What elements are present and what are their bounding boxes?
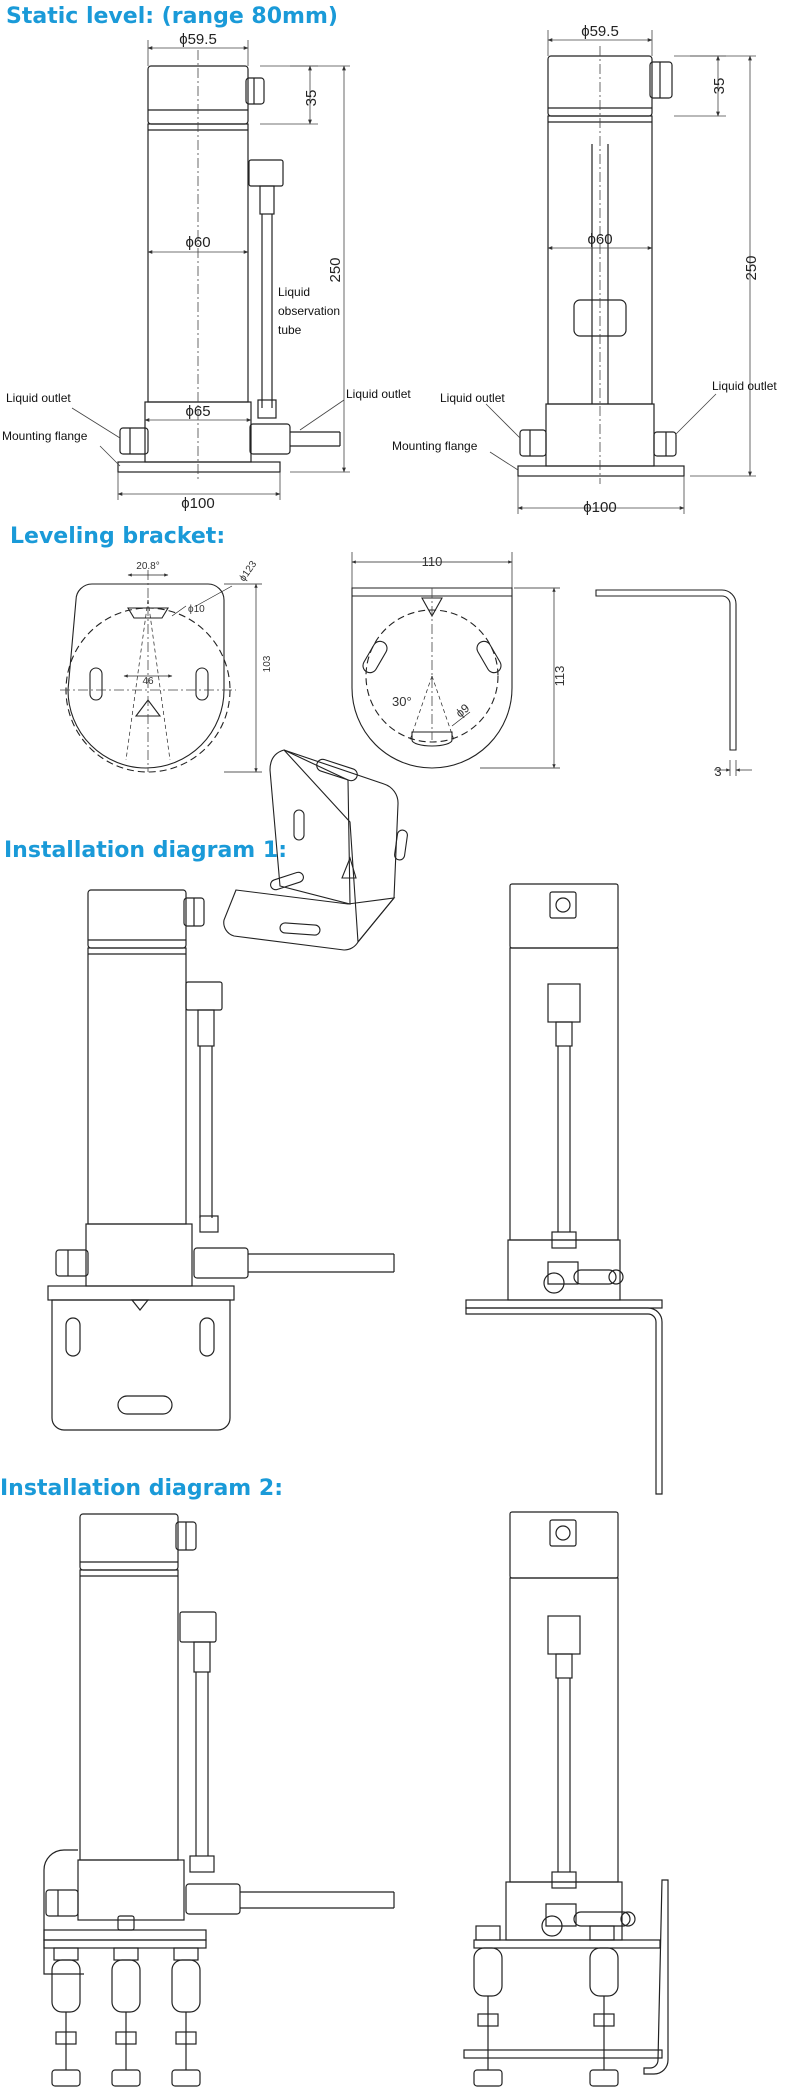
- dim-base-dia-left: ϕ65: [185, 403, 210, 420]
- dim-bracket-width: 110: [422, 554, 443, 569]
- dimension-lines-left: [71, 40, 350, 500]
- dim-bracket-angle: 20.8°: [136, 561, 159, 572]
- label-outlet-left-b: Liquid outlet: [440, 391, 505, 405]
- label-outlet-right-a: Liquid outlet: [346, 387, 411, 401]
- sensor-front-view-left: [117, 65, 341, 473]
- dim-top-dia-right: ϕ59.5: [581, 23, 619, 40]
- dim-height-left: 250: [327, 257, 344, 282]
- dim-flange-dia-right: ϕ100: [583, 499, 616, 516]
- dim-bracket-thickness: 3: [714, 764, 721, 779]
- dim-cap-height-right: 35: [711, 78, 728, 95]
- label-flange-b: Mounting flange: [392, 439, 478, 453]
- dim-body-dia-left: ϕ60: [185, 234, 210, 251]
- label-outlet-right-b: Liquid outlet: [712, 379, 777, 393]
- heading-installation-2: Installation diagram 2:: [0, 1476, 283, 1501]
- heading-leveling-bracket: Leveling bracket:: [10, 524, 226, 549]
- heading-static-level: Static level: (range 80mm): [6, 4, 338, 29]
- label-tube-line2: observation: [278, 304, 340, 318]
- dim-bracket-hole: ϕ10: [188, 604, 205, 615]
- install-1-side-view: [465, 883, 663, 1495]
- dim-bracket-height-a: 103: [262, 655, 273, 672]
- dim-bracket-offset: 46: [142, 676, 154, 687]
- dim-top-dia-left: ϕ59.5: [179, 31, 217, 48]
- dim-body-dia-right: ϕ60: [587, 231, 612, 248]
- label-outlet-left-a: Liquid outlet: [6, 391, 71, 405]
- dim-bracket-angle-b: 30°: [392, 694, 412, 709]
- install-2-side-view: [463, 1511, 669, 2087]
- bracket-3d-view: [223, 749, 408, 951]
- install-2-front-view: [43, 1513, 395, 2087]
- bracket-side-view: [595, 589, 752, 776]
- bracket-front-view-b: [351, 552, 560, 769]
- sensor-side-view-right: [517, 55, 685, 477]
- dim-height-right: 250: [743, 255, 760, 280]
- label-tube-line1: Liquid: [278, 285, 310, 299]
- dim-flange-dia-left: ϕ100: [181, 495, 214, 512]
- dim-bracket-hole-b: ϕ9: [453, 701, 473, 721]
- dim-bracket-circle: ϕ123: [237, 559, 259, 584]
- dim-bracket-height-b: 113: [552, 666, 567, 687]
- install-1-front-view: [47, 889, 395, 1431]
- bracket-front-view-a: [60, 570, 262, 773]
- label-tube-line3: tube: [278, 323, 302, 337]
- dimension-lines-right: [485, 30, 756, 514]
- label-flange-a: Mounting flange: [2, 429, 88, 443]
- dim-cap-height-left: 35: [303, 90, 320, 107]
- heading-installation-1: Installation diagram 1:: [4, 838, 287, 863]
